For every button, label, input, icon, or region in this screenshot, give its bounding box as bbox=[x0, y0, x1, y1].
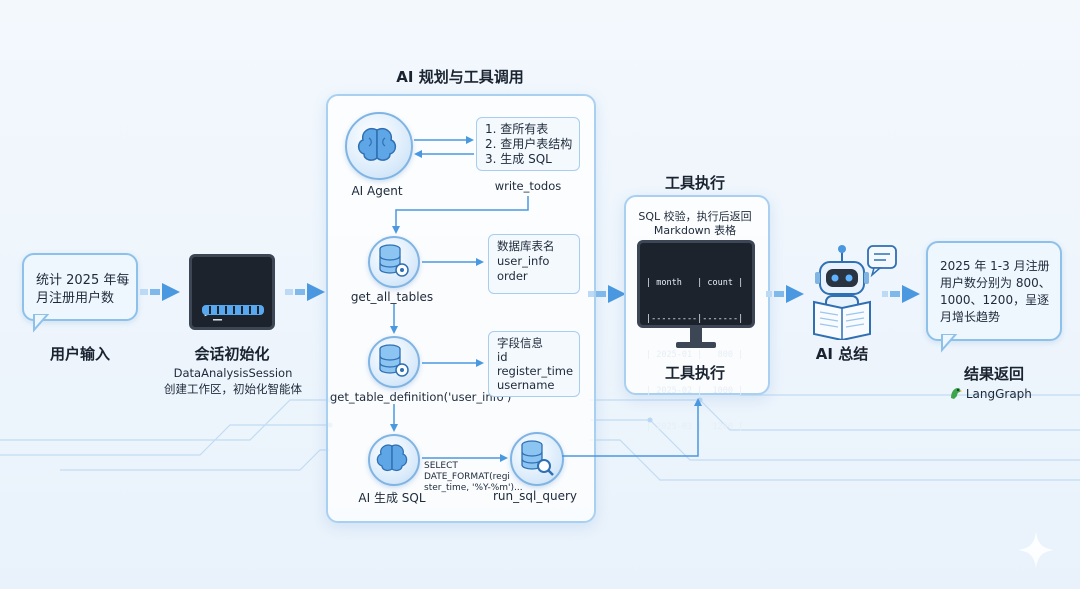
tables-info-item: 数据库表名 bbox=[497, 239, 555, 253]
result-label: 结果返回 bbox=[963, 365, 1024, 383]
flow-connector bbox=[392, 196, 529, 234]
fields-info-box: 字段信息 id register_time username bbox=[488, 331, 580, 397]
todos-box: 1. 查所有表 2. 查用户表结构 3. 生成 SQL bbox=[476, 117, 580, 171]
terminal-progress-bar bbox=[202, 305, 264, 315]
monitor-stand-icon bbox=[676, 328, 716, 348]
tables-info-item: user_info bbox=[497, 254, 550, 268]
table-line: | 2025-02 | 1000 | bbox=[646, 386, 744, 396]
robot-reading-icon bbox=[813, 245, 897, 340]
speech-tail-icon bbox=[33, 314, 50, 333]
arrow-right-icon bbox=[766, 285, 804, 303]
fields-info-item: 字段信息 bbox=[497, 336, 543, 350]
user-input-label: 用户输入 bbox=[49, 345, 110, 363]
write-todos-label: write_todos bbox=[494, 179, 562, 193]
sql-line: DATE_FORMAT(regi bbox=[424, 472, 510, 482]
todo-item: 1. 查所有表 bbox=[485, 122, 549, 136]
session-class-name: DataAnalysisSession bbox=[173, 366, 293, 380]
todo-item: 3. 生成 SQL bbox=[485, 152, 552, 166]
arrow-down-icon bbox=[390, 304, 398, 334]
brain-icon bbox=[357, 128, 397, 161]
arrow-right-icon bbox=[882, 285, 920, 303]
brain-icon bbox=[376, 444, 408, 472]
langgraph-label: LangGraph bbox=[965, 387, 1032, 401]
arrow-down-icon bbox=[390, 404, 398, 432]
sql-line: ster_time, '%Y-%m')... bbox=[424, 483, 523, 493]
tables-info-box: 数据库表名 user_info order bbox=[488, 234, 580, 294]
ai-sql-node bbox=[368, 434, 420, 486]
result-line: 1000、1200，呈逐 bbox=[940, 293, 1050, 307]
todo-item: 2. 查用户表结构 bbox=[485, 137, 573, 151]
agent-todos-arrows bbox=[414, 136, 474, 158]
fields-info-item: username bbox=[497, 378, 555, 392]
sparkle-icon bbox=[1018, 532, 1054, 568]
session-label: 会话初始化 bbox=[194, 345, 270, 363]
result-line: 2025 年 1-3 月注册 bbox=[940, 259, 1050, 273]
tables-info-item: order bbox=[497, 269, 528, 283]
get-table-definition-node bbox=[368, 336, 420, 388]
session-description: 创建工作区，初始化智能体 bbox=[164, 382, 302, 396]
arrow-right-icon bbox=[285, 283, 325, 301]
result-line: 月增长趋势 bbox=[940, 310, 1001, 324]
table-line: | 2025-01 | 800 | bbox=[646, 350, 744, 360]
execution-title: 工具执行 bbox=[664, 174, 725, 192]
sql-line: SELECT bbox=[424, 461, 458, 471]
arrow-right-icon bbox=[140, 283, 180, 301]
summary-label: AI 总结 bbox=[815, 345, 869, 363]
user-input-bubble: 统计 2025 年每 月注册用户数 bbox=[22, 253, 138, 321]
arrow-right-small-icon bbox=[422, 258, 484, 266]
run-sql-query-label: run_sql_query bbox=[493, 489, 577, 503]
execution-desc1: SQL 校验，执行后返回 bbox=[638, 210, 752, 223]
arrow-right-small-icon bbox=[422, 359, 484, 367]
result-bubble: 2025 年 1-3 月注册 用户数分别为 800、 1000、1200，呈逐 … bbox=[926, 241, 1062, 341]
user-input-line2: 月注册用户数 bbox=[36, 291, 115, 306]
table-line: | month | count | bbox=[646, 278, 744, 288]
execution-label: 工具执行 bbox=[664, 364, 725, 382]
ai-agent-label: AI Agent bbox=[351, 184, 403, 198]
langgraph-brand: LangGraph bbox=[948, 386, 1032, 401]
get-all-tables-node bbox=[368, 236, 420, 288]
fields-info-item: id bbox=[497, 350, 508, 364]
get-table-definition-label: get_table_definition('user_info') bbox=[330, 390, 512, 404]
session-terminal: >_ bbox=[189, 254, 275, 330]
fields-info-item: register_time bbox=[497, 364, 574, 378]
ai-sql-label: AI 生成 SQL bbox=[358, 491, 426, 505]
table-line: |---------|-------| bbox=[646, 314, 744, 324]
user-input-line1: 统计 2025 年每 bbox=[36, 273, 130, 288]
sql-to-execution-connector bbox=[562, 398, 702, 457]
database-gear-icon bbox=[379, 244, 409, 277]
parrot-icon bbox=[951, 388, 962, 399]
speech-tail-icon bbox=[941, 334, 958, 353]
database-search-icon bbox=[521, 440, 554, 476]
table-line: | 2025-03 | 1200 | bbox=[646, 422, 744, 432]
result-line: 用户数分别为 800、 bbox=[940, 276, 1051, 290]
get-all-tables-label: get_all_tables bbox=[350, 290, 434, 304]
planning-title: AI 规划与工具调用 bbox=[396, 68, 524, 86]
arrow-right-icon bbox=[588, 285, 626, 303]
arrow-right-small-icon bbox=[422, 454, 508, 462]
ai-agent-node bbox=[345, 112, 413, 180]
database-gear-icon bbox=[379, 344, 409, 377]
execution-desc2: Markdown 表格 bbox=[653, 224, 737, 237]
result-monitor: | month | count | |---------|-------| | … bbox=[637, 240, 755, 432]
sql-snippet: SELECT DATE_FORMAT(regi ster_time, '%Y-%… bbox=[424, 461, 523, 494]
run-sql-query-node bbox=[510, 432, 564, 486]
